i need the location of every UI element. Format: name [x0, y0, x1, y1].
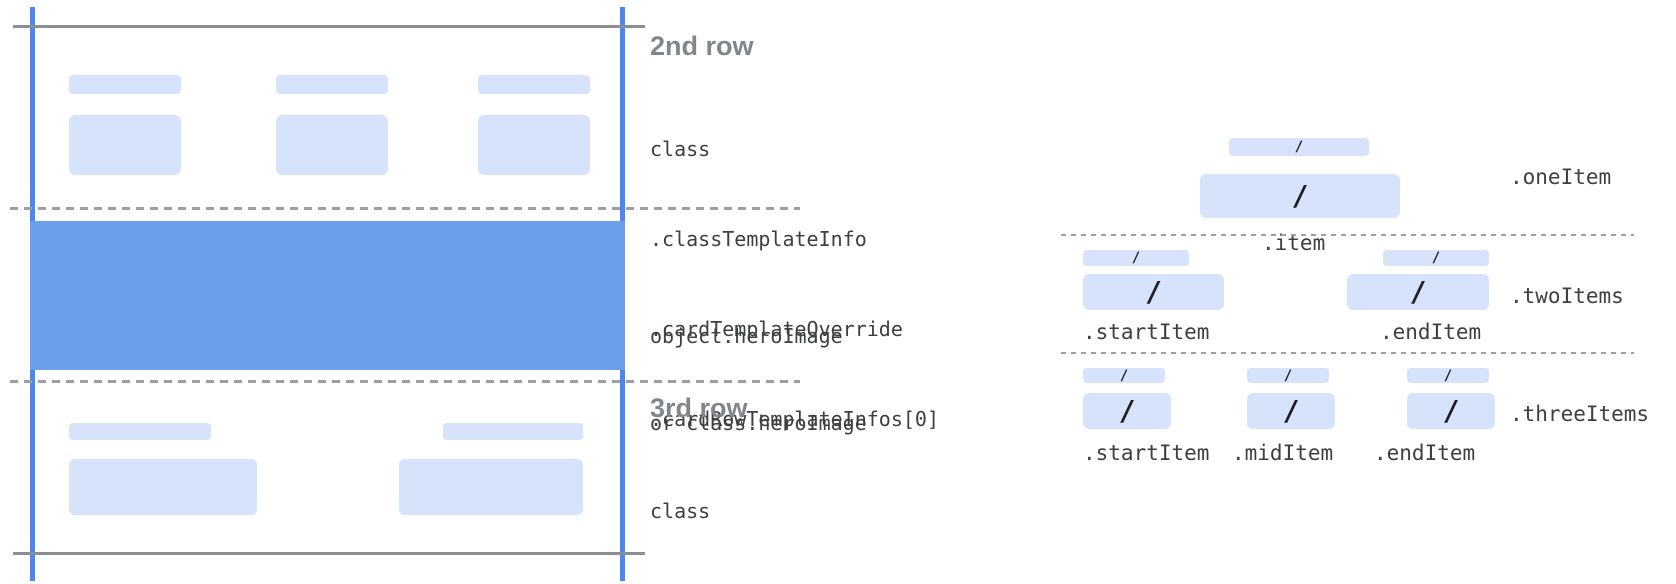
- one-item-group-label: .oneItem: [1510, 165, 1612, 189]
- three-items-start-value-bar: /: [1083, 393, 1171, 429]
- slash-glyph: /: [1131, 250, 1141, 266]
- item-section-divider-1: [1061, 234, 1634, 236]
- three-items-mid-label-bar: /: [1247, 368, 1329, 383]
- slash-glyph: /: [1294, 139, 1304, 155]
- row2-class-path-line: .cardTemplateOverride: [650, 317, 903, 341]
- item-section-divider-2: [1061, 352, 1634, 354]
- three-items-end-label-bar: /: [1407, 368, 1489, 383]
- row2-col1-value-placeholder: [69, 115, 181, 175]
- slash-glyph: /: [1442, 394, 1460, 427]
- card-top-border: [13, 25, 645, 28]
- two-items-start-label-bar: /: [1083, 250, 1189, 266]
- row2-col3-label-placeholder: [478, 75, 590, 94]
- row3-heading: 3rd row: [650, 393, 748, 423]
- three-items-end-value-bar: /: [1407, 393, 1495, 429]
- row2-col2-label-placeholder: [276, 75, 388, 94]
- hero-image-band: [30, 221, 625, 370]
- two-items-start-value-bar: /: [1083, 274, 1224, 310]
- slash-glyph: /: [1443, 367, 1453, 384]
- one-item-label-bar: /: [1229, 138, 1369, 156]
- slash-glyph: /: [1291, 179, 1309, 212]
- row2-class-path-line: .classTemplateInfo: [650, 227, 867, 251]
- row2-heading: 2nd row: [650, 31, 754, 61]
- three-items-start-label-bar: /: [1083, 368, 1165, 383]
- row3-class-path-line: class: [650, 499, 711, 523]
- row3-col2-label-placeholder: [443, 423, 583, 440]
- row2-col2-value-placeholder: [276, 115, 388, 175]
- two-items-group-label: .twoItems: [1510, 284, 1624, 308]
- three-items-end-slot-label: .endItem: [1374, 441, 1476, 465]
- row3-class-path: class .classTemplateInfo .cardTemplateOv…: [650, 436, 939, 584]
- slash-glyph: /: [1119, 367, 1129, 384]
- row3-col1-label-placeholder: [69, 423, 211, 440]
- three-items-mid-slot-label: .midItem: [1232, 441, 1334, 465]
- slash-glyph: /: [1409, 275, 1427, 308]
- one-item-value-bar: /: [1200, 174, 1400, 218]
- row2-class-path: class .classTemplateInfo .cardTemplateOv…: [650, 74, 939, 494]
- row2-col3-value-placeholder: [478, 115, 590, 175]
- slash-glyph: /: [1282, 394, 1300, 427]
- card-bottom-border: [13, 552, 645, 555]
- row-divider-bottom: [10, 380, 800, 383]
- two-items-start-slot-label: .startItem: [1083, 320, 1210, 344]
- row3-col2-value-placeholder: [399, 459, 583, 515]
- row2-class-path-line: class: [650, 137, 711, 161]
- hero-image-path: object.heroImage or class.heroImage: [650, 264, 867, 496]
- two-items-end-label-bar: /: [1383, 250, 1489, 266]
- slash-glyph: /: [1431, 250, 1441, 266]
- hero-image-path-line: or class.heroImage: [650, 411, 867, 435]
- hero-image-path-line: object.heroImage: [650, 324, 843, 348]
- slash-glyph: /: [1283, 367, 1293, 384]
- row2-class-path-line: .cardRowTemplateInfos[0]: [650, 407, 939, 431]
- three-items-start-slot-label: .startItem: [1083, 441, 1210, 465]
- slash-glyph: /: [1145, 275, 1162, 308]
- three-items-group-label: .threeItems: [1510, 402, 1650, 426]
- slash-glyph: /: [1118, 394, 1136, 427]
- one-item-slot-label: .item: [1262, 231, 1326, 255]
- row3-col1-value-placeholder: [69, 459, 257, 515]
- row2-col1-label-placeholder: [69, 75, 181, 94]
- three-items-mid-value-bar: /: [1247, 393, 1335, 429]
- row-divider-top: [10, 207, 800, 210]
- two-items-end-slot-label: .endItem: [1380, 320, 1482, 344]
- two-items-end-value-bar: /: [1347, 274, 1489, 310]
